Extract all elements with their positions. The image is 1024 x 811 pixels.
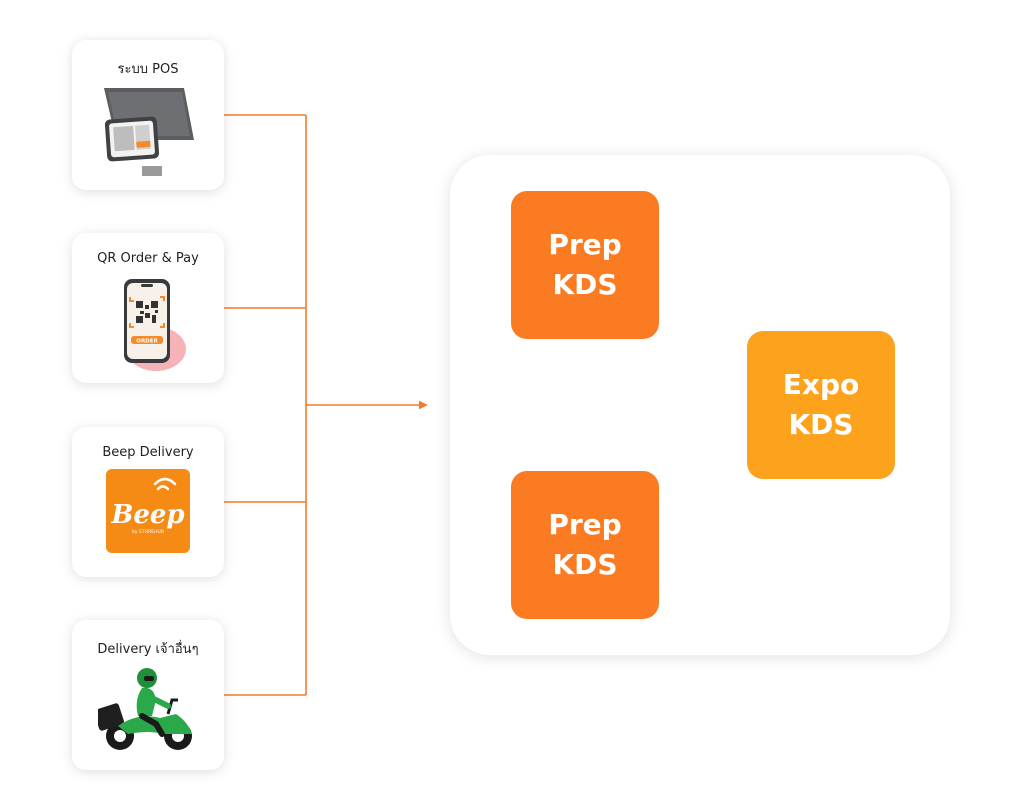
prep-kds-top-line2: KDS <box>552 268 618 301</box>
source-label: Delivery เจ้าอื่นๆ <box>97 642 199 657</box>
source-card-beep: Beep Delivery Beep by STOREHUB <box>72 427 224 577</box>
source-card-delivery: Delivery เจ้าอื่นๆ <box>72 620 224 770</box>
delivery-rider-icon <box>98 668 192 750</box>
source-card-pos: ระบบ POS <box>72 40 224 190</box>
source-label: QR Order & Pay <box>97 251 199 266</box>
prep-kds-bottom-line2: KDS <box>552 548 618 581</box>
beep-logo-icon: Beep by STOREHUB <box>106 469 190 553</box>
prep-kds-bottom-line1: Prep <box>548 508 622 541</box>
qr-phone-icon: ORDER <box>124 279 186 371</box>
expo-kds: Expo KDS <box>747 331 895 479</box>
source-card-qr: QR Order & Pay ORDER <box>72 233 224 383</box>
expo-kds-line1: Expo <box>782 368 860 401</box>
prep-kds-bottom: Prep KDS <box>511 471 659 619</box>
prep-kds-top-line1: Prep <box>548 228 622 261</box>
order-badge-text: ORDER <box>136 339 158 345</box>
beep-logo-text: Beep <box>110 500 184 530</box>
expo-kds-line2: KDS <box>788 408 854 441</box>
prep-kds-top: Prep KDS <box>511 191 659 339</box>
pos-terminal-icon <box>104 88 194 176</box>
source-label: ระบบ POS <box>117 62 179 77</box>
beep-logo-subtext: by STOREHUB <box>132 529 164 535</box>
source-label: Beep Delivery <box>102 445 194 460</box>
